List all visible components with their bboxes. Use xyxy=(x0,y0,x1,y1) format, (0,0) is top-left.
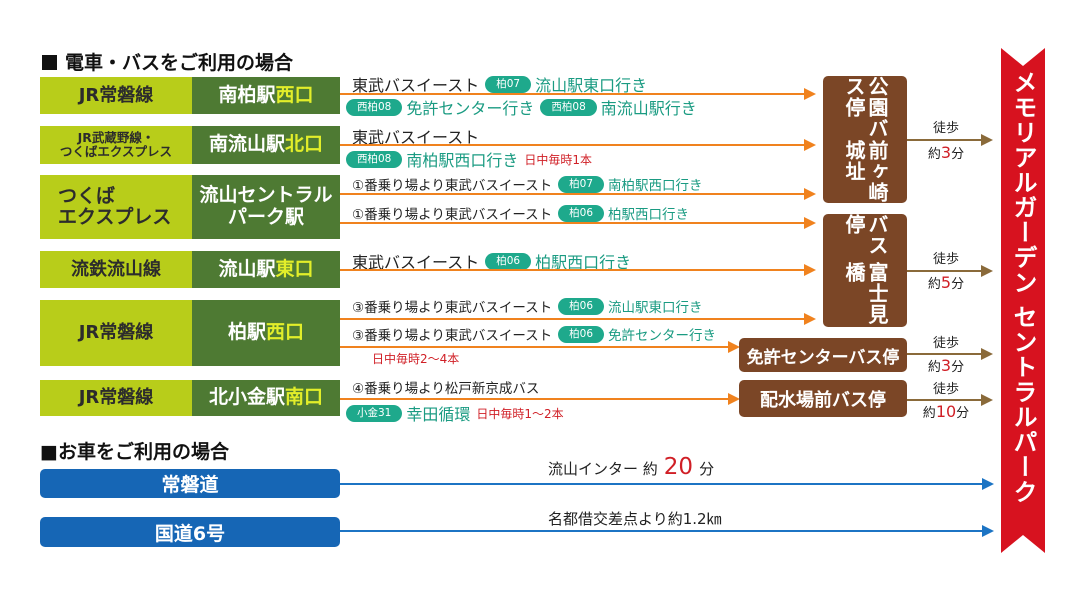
bus-arrow-line xyxy=(340,144,806,146)
banner-shape xyxy=(1001,48,1045,553)
car-arrow-line xyxy=(340,530,984,532)
walk-time-4-value: 約10分 xyxy=(922,402,970,422)
bus-badge: 柏06 xyxy=(558,204,605,222)
bus-badge: 柏06 xyxy=(485,252,532,270)
station-box-kitakogane: 北小金駅南口 xyxy=(192,380,340,416)
line-box-tsukuba-express: つくばエクスプレス xyxy=(40,175,192,239)
bus-arrow-line xyxy=(340,222,806,224)
destination-label: メモリアルガーデン セントラルパーク xyxy=(1009,70,1037,505)
line-box-musashino-tx: JR武蔵野線・つくばエクスプレス xyxy=(40,126,192,164)
line-box-jr-joban-kashiwa: JR常磐線 xyxy=(40,300,192,366)
arrow-right-icon xyxy=(981,348,993,360)
walk-arrow-line xyxy=(907,353,983,355)
destination-banner xyxy=(1001,48,1045,553)
car-route-2-text: 名都借交差点より約1.2㎞ xyxy=(548,510,722,528)
walk-time-4: 徒歩 xyxy=(932,382,959,397)
station-box-kashiwa: 柏駅西口 xyxy=(192,300,340,366)
bus-badge: 西柏08 xyxy=(346,98,403,116)
bus-badge: 西柏08 xyxy=(346,150,403,168)
train-section-title: 電車・バスをご利用の場合 xyxy=(42,48,293,75)
square-bullet-icon xyxy=(42,55,57,70)
walk-time-3-value: 約3分 xyxy=(927,356,965,376)
walk-arrow-line xyxy=(907,139,983,141)
line-box-ryutetsu: 流鉄流山線 xyxy=(40,251,192,288)
station-box-central-park: 流山セントラルパーク駅 xyxy=(192,175,340,239)
arrow-right-icon xyxy=(804,264,816,276)
walk-arrow-line xyxy=(907,399,983,401)
bus-stop-fujimibashi: 富士見橋バス停 xyxy=(823,214,907,327)
car-arrow-line xyxy=(340,483,984,485)
bus-arrow-line xyxy=(340,398,730,400)
line-box-jr-joban: JR常磐線 xyxy=(40,77,192,114)
bus-badge: 小金31 xyxy=(346,404,403,422)
arrow-right-icon xyxy=(982,525,994,537)
bus-badge: 柏06 xyxy=(558,297,605,315)
walk-time-2: 徒歩 xyxy=(932,252,959,267)
arrow-right-icon xyxy=(982,478,994,490)
station-box-nagareyama: 流山駅東口 xyxy=(192,251,340,288)
bus-stop-maegasaki: 前ヶ崎城址公園バス停 xyxy=(823,76,907,203)
walk-time-1-value: 約3分 xyxy=(927,143,965,163)
arrow-right-icon xyxy=(804,313,816,325)
route-7-note: 日中毎時2〜4本 xyxy=(372,352,460,366)
arrow-right-icon xyxy=(728,393,740,405)
walk-time-1: 徒歩 xyxy=(932,121,959,136)
arrow-right-icon xyxy=(728,341,740,353)
arrow-right-icon xyxy=(804,139,816,151)
bus-arrow-line xyxy=(340,93,806,95)
arrow-right-icon xyxy=(804,217,816,229)
station-box-minami-kashiwa: 南柏駅西口 xyxy=(192,77,340,114)
bus-arrow-line xyxy=(340,346,730,348)
car-section-title: ■お車をご利用の場合 xyxy=(40,441,229,463)
bus-arrow-line xyxy=(340,269,806,271)
arrow-right-icon xyxy=(804,188,816,200)
arrow-right-icon xyxy=(981,134,993,146)
arrow-right-icon xyxy=(981,394,993,406)
road-box-route-6: 国道6号 xyxy=(40,517,340,547)
line-box-jr-joban-kitakogane: JR常磐線 xyxy=(40,380,192,416)
bus-arrow-line xyxy=(340,318,806,320)
road-box-joban-expressway: 常磐道 xyxy=(40,469,340,498)
bus-badge: 柏07 xyxy=(485,75,532,93)
walk-arrow-line xyxy=(907,270,983,272)
bus-badge: 柏07 xyxy=(558,175,605,193)
route-2-line-a: 東武バスイースト xyxy=(352,128,480,147)
arrow-right-icon xyxy=(804,88,816,100)
route-8-line-a: ④番乗り場より松戸新京成バス xyxy=(352,381,540,397)
bus-stop-menkyo-center: 免許センターバス停 xyxy=(739,338,907,372)
bus-arrow-line xyxy=(340,193,806,195)
bus-badge: 柏06 xyxy=(558,325,605,343)
walk-time-2-value: 約5分 xyxy=(927,273,965,293)
walk-time-3: 徒歩 xyxy=(932,336,959,351)
arrow-right-icon xyxy=(981,265,993,277)
bus-badge: 西柏08 xyxy=(540,98,597,116)
bus-stop-haisuijomae: 配水場前バス停 xyxy=(739,380,907,417)
station-box-minami-nagareyama: 南流山駅北口 xyxy=(192,126,340,164)
